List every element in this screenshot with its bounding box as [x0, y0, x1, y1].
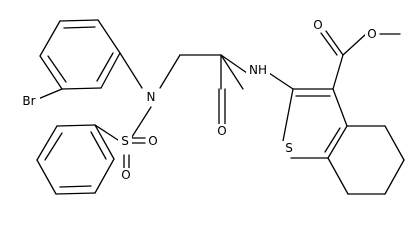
- bond: [325, 30, 344, 56]
- bond: [47, 55, 67, 83]
- bond: [220, 54, 248, 74]
- bond: [324, 127, 341, 153]
- atom-label-o-ester-ether: O: [365, 27, 379, 41]
- bond: [332, 88, 348, 127]
- atom-label-o-sulfonyl-1: O: [146, 134, 160, 148]
- bond: [44, 132, 63, 161]
- bond: [36, 125, 58, 161]
- bond: [94, 124, 119, 141]
- bond: [119, 52, 143, 89]
- thiophene-ring: [282, 88, 348, 159]
- bond: [39, 20, 61, 57]
- bond: [327, 157, 349, 195]
- bond: [39, 55, 63, 90]
- oxygen-label: O: [313, 18, 322, 32]
- cyclohexene-ring: [327, 125, 405, 195]
- bromophenyl-ring: [39, 19, 121, 90]
- oxygen-label: O: [148, 134, 157, 148]
- bond: [36, 159, 57, 195]
- atom-label-o-amide: O: [215, 124, 229, 138]
- bond: [55, 192, 96, 195]
- bond: [327, 125, 348, 159]
- bond: [37, 88, 63, 100]
- bond: [268, 72, 294, 90]
- bond: [59, 19, 99, 22]
- sulfur-label: S: [121, 134, 129, 148]
- bond: [384, 125, 405, 161]
- oxygen-label: O: [367, 27, 376, 41]
- atom-label-o-sulfonyl-2: O: [119, 168, 133, 182]
- bond: [129, 106, 152, 141]
- sulfur-label: S: [285, 141, 293, 155]
- amide-nh-label: NH: [249, 63, 267, 77]
- bond: [59, 185, 92, 188]
- atom-label-o-ester-carbonyl: O: [311, 18, 325, 32]
- oxygen-label: O: [121, 168, 130, 182]
- molecule-structure-diagram: Br N S O O O NH S O O: [18, 18, 405, 195]
- nitrogen-label: N: [147, 90, 156, 104]
- atom-label-nh: NH: [246, 63, 270, 77]
- phenyl-ring: [36, 124, 115, 195]
- bond: [332, 54, 344, 90]
- bond: [96, 52, 114, 82]
- bond: [94, 124, 115, 160]
- bond: [384, 159, 405, 195]
- bond: [94, 158, 115, 194]
- bond: [90, 131, 107, 160]
- bond: [100, 52, 121, 89]
- bromine-label: Br: [22, 94, 35, 108]
- atom-label-s-thiophene: S: [282, 141, 296, 155]
- oxygen-label: O: [217, 124, 226, 138]
- structure-canvas: Br N S O O O NH S O O: [18, 18, 405, 195]
- bond: [63, 26, 96, 29]
- atom-label-s-sulfonyl: S: [118, 134, 132, 148]
- bond: [220, 54, 244, 90]
- bond: [56, 124, 96, 127]
- bond: [282, 88, 294, 142]
- bond: [320, 32, 338, 56]
- bond: [342, 33, 367, 56]
- atom-label-n: N: [144, 90, 158, 104]
- bond: [97, 19, 121, 54]
- bond: [61, 87, 102, 90]
- bond: [159, 54, 181, 89]
- atom-label-br: Br: [18, 94, 40, 108]
